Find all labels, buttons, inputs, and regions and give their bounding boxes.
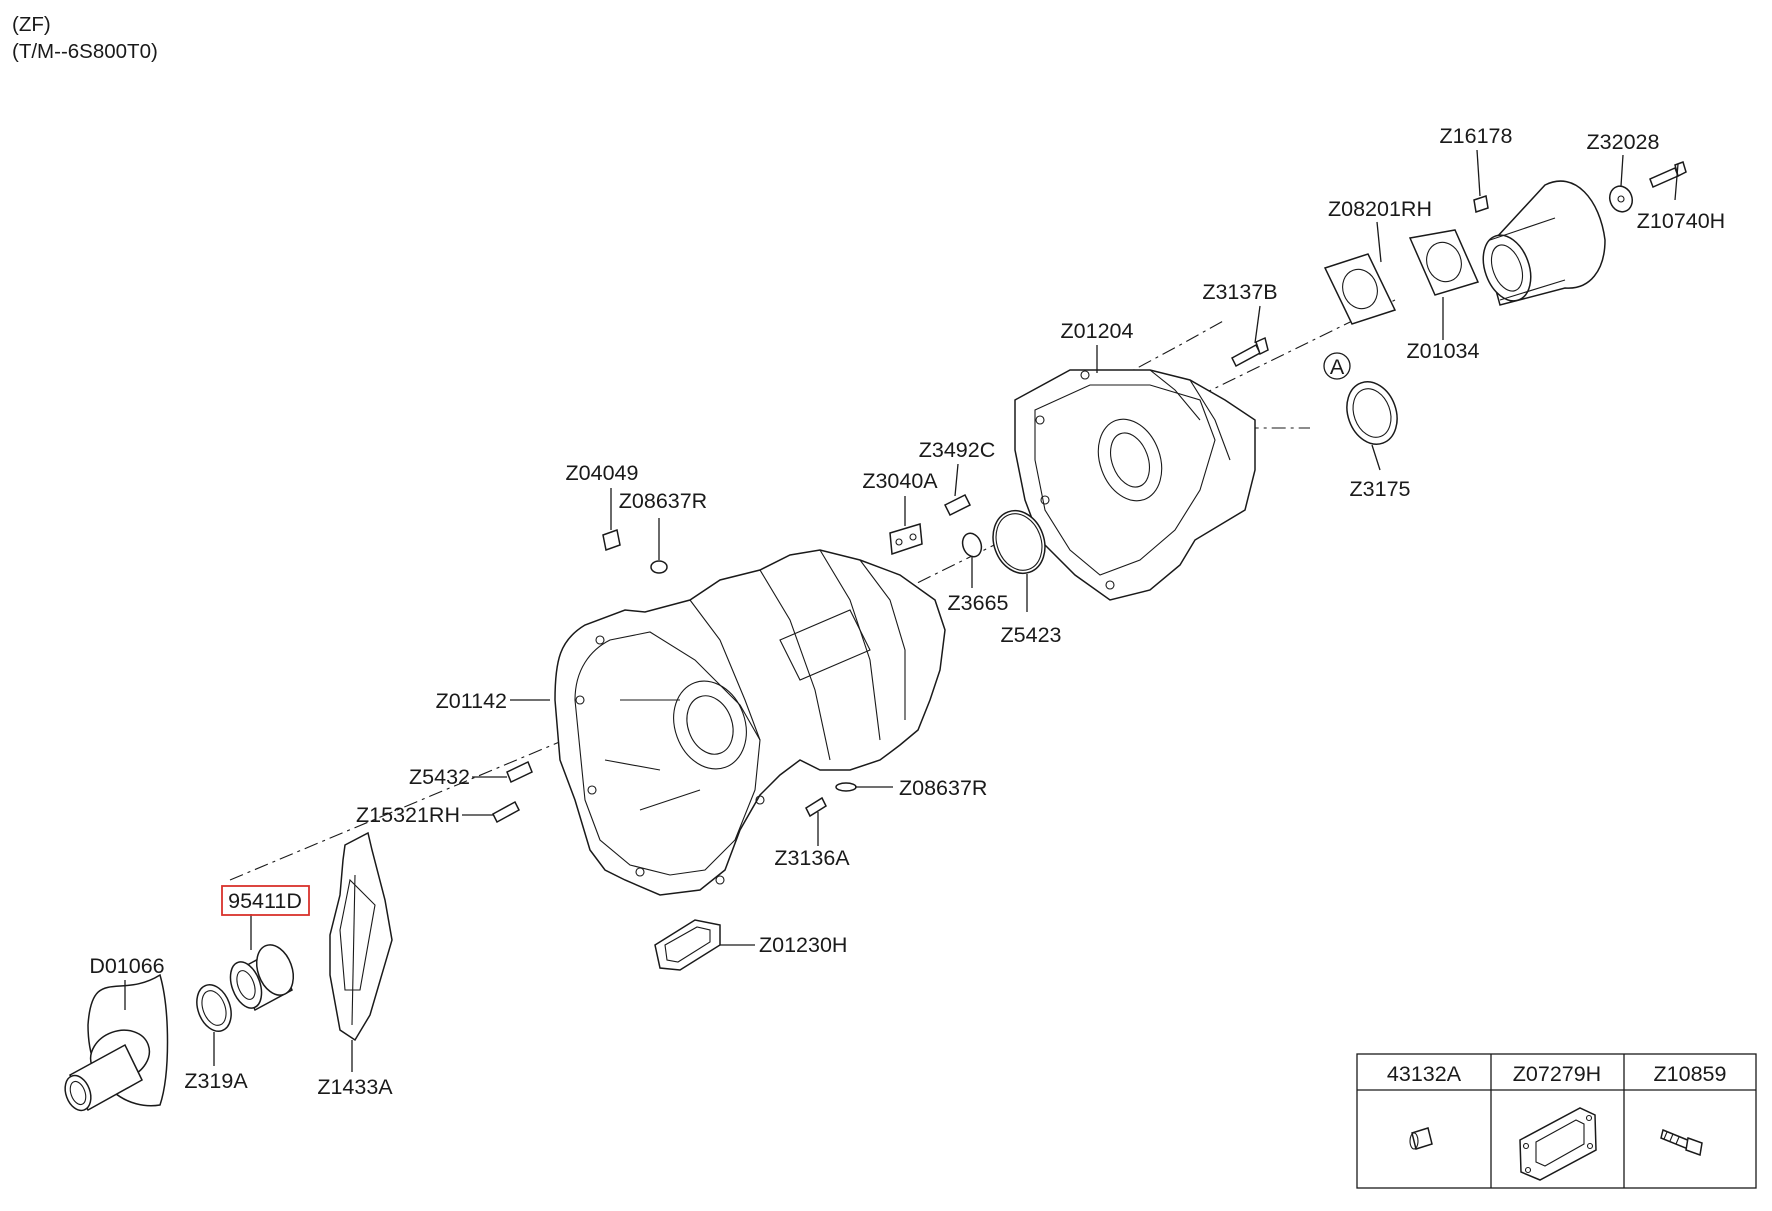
callout-z01142-label: Z01142 — [436, 689, 507, 713]
part-z04049-plug — [602, 529, 621, 551]
part-z01204-rear-housing — [1014, 369, 1256, 601]
callout-z15321rh[interactable]: Z15321RH — [356, 803, 460, 827]
callout-z3136a-label: Z3136A — [774, 846, 850, 870]
part-z15321rh-bolt — [492, 800, 520, 824]
parts-legend-table: 43132A Z07279H Z10859 — [1356, 1053, 1757, 1189]
callout-95411d[interactable]: 95411D — [228, 889, 302, 913]
part-z3137b-bolt — [1231, 336, 1269, 368]
callout-z10740h[interactable]: Z10740H — [1637, 209, 1725, 233]
diagram-header-line2: (T/M--6S800T0) — [12, 40, 158, 63]
part-z319a-ring — [196, 984, 232, 1032]
callout-z01230h[interactable]: Z01230H — [759, 933, 847, 957]
callout-z32028[interactable]: Z32028 — [1587, 130, 1660, 154]
callout-z04049-label: Z04049 — [566, 461, 639, 485]
callout-z32028-label: Z32028 — [1587, 130, 1660, 154]
callout-z15321rh-label: Z15321RH — [356, 803, 460, 827]
legend-header-43132a: 43132A — [1387, 1062, 1462, 1086]
selected-part-highlight — [221, 885, 310, 916]
legend-cell-z07279h[interactable]: Z07279H — [1513, 1062, 1601, 1181]
callout-z01204-label: Z01204 — [1061, 319, 1134, 343]
callout-z1433a[interactable]: Z1433A — [317, 1075, 393, 1099]
callout-z16178-label: Z16178 — [1440, 124, 1513, 148]
callout-z3175-label: Z3175 — [1350, 477, 1411, 501]
callout-z10740h-label: Z10740H — [1637, 209, 1725, 233]
callout-z5423[interactable]: Z5423 — [1001, 623, 1062, 647]
part-z08637r-oring-top — [650, 560, 668, 574]
callout-z08637r-bottom-label: Z08637R — [899, 776, 987, 800]
callout-z04049[interactable]: Z04049 — [566, 461, 639, 485]
leader-lines — [124, 149, 1679, 1072]
callout-z08201rh-label: Z08201RH — [1328, 197, 1432, 221]
callout-z08637r-top[interactable]: Z08637R — [619, 489, 707, 513]
legend-cell-z10859[interactable]: Z10859 — [1654, 1062, 1727, 1157]
legend-part-z10859-sensor — [1660, 1128, 1703, 1157]
part-z01034-cover — [1408, 229, 1480, 296]
part-z3040a-plate — [889, 523, 923, 556]
part-d01066-bearing-carrier — [64, 973, 169, 1112]
callout-z3492c-label: Z3492C — [919, 438, 996, 462]
part-z01230h-gasket — [654, 919, 721, 971]
part-z3175-seal — [1346, 381, 1398, 445]
part-z10740h-bolt — [1649, 161, 1687, 189]
callout-z3665[interactable]: Z3665 — [948, 591, 1009, 615]
legend-header-z07279h: Z07279H — [1513, 1062, 1601, 1086]
reference-a-label: A — [1330, 355, 1345, 379]
callout-z3040a-label: Z3040A — [862, 469, 938, 493]
callout-z01034[interactable]: Z01034 — [1407, 339, 1480, 363]
part-z32028-washer — [1608, 185, 1634, 213]
part-z3136a-breather — [805, 796, 827, 818]
callout-z08637r-top-label: Z08637R — [619, 489, 707, 513]
callout-z5432[interactable]: Z5432 — [409, 765, 470, 789]
callout-z3040a[interactable]: Z3040A — [862, 469, 938, 493]
part-output-flange — [1482, 180, 1606, 306]
part-95411d-release-bearing — [229, 944, 295, 1012]
part-z3492c-pin — [943, 493, 972, 517]
callout-z01230h-label: Z01230H — [759, 933, 847, 957]
part-z1433a-release-fork — [329, 831, 393, 1042]
callout-95411d-label: 95411D — [228, 889, 302, 913]
callout-z3137b-label: Z3137B — [1202, 280, 1277, 304]
part-z16178-bolt — [1473, 195, 1489, 213]
legend-part-43132a-plug — [1409, 1127, 1433, 1150]
callout-z16178[interactable]: Z16178 — [1440, 124, 1513, 148]
callout-z1433a-label: Z1433A — [317, 1075, 393, 1099]
callout-z01204[interactable]: Z01204 — [1061, 319, 1134, 343]
legend-header-z10859: Z10859 — [1654, 1062, 1727, 1086]
callout-d01066[interactable]: D01066 — [89, 954, 164, 978]
part-z01142-main-housing — [554, 549, 946, 896]
callout-z08201rh[interactable]: Z08201RH — [1328, 197, 1432, 221]
part-z5432-pin — [506, 760, 533, 784]
callout-z319a-label: Z319A — [184, 1069, 248, 1093]
callout-z3492c[interactable]: Z3492C — [919, 438, 996, 462]
reference-a-marker: A — [1323, 352, 1351, 380]
callout-z3136a[interactable]: Z3136A — [774, 846, 850, 870]
callout-z3137b[interactable]: Z3137B — [1202, 280, 1277, 304]
part-z5423-snap-ring — [992, 509, 1046, 575]
part-z3665-ring — [961, 532, 983, 558]
callout-z01034-label: Z01034 — [1407, 339, 1480, 363]
legend-cell-43132a[interactable]: 43132A — [1387, 1062, 1462, 1150]
callout-z01142[interactable]: Z01142 — [436, 689, 507, 713]
part-z08201rh-gasket — [1323, 253, 1397, 325]
callout-z08637r-bottom[interactable]: Z08637R — [899, 776, 987, 800]
callout-z5432-label: Z5432 — [409, 765, 470, 789]
callout-z319a[interactable]: Z319A — [184, 1069, 248, 1093]
diagram-header-line1: (ZF) — [12, 13, 51, 36]
callout-z3175[interactable]: Z3175 — [1350, 477, 1411, 501]
callout-z5423-label: Z5423 — [1001, 623, 1062, 647]
callout-d01066-label: D01066 — [89, 954, 164, 978]
legend-part-z07279h-gasket — [1519, 1107, 1597, 1181]
callout-z3665-label: Z3665 — [948, 591, 1009, 615]
part-z08637r-oring-bottom — [835, 782, 857, 792]
